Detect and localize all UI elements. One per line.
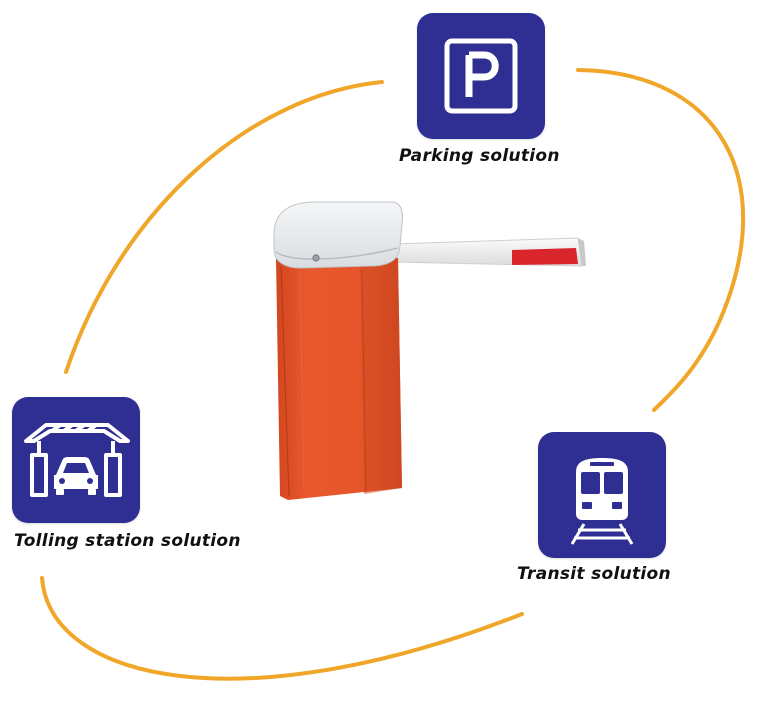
arc-bottom — [40, 576, 524, 681]
arc-top-left — [64, 80, 384, 374]
tolling-station-solution-tile — [12, 397, 140, 523]
arm-red-stripe — [512, 248, 578, 265]
arc-top-right — [576, 68, 745, 412]
barrier-cap — [273, 201, 403, 269]
barrier-arm — [392, 237, 586, 267]
train-icon — [538, 432, 666, 558]
barrier-cabinet — [276, 258, 402, 500]
parking-sign-icon — [417, 13, 545, 139]
parking-solution-tile — [417, 13, 545, 139]
cap-lock-icon — [312, 254, 320, 262]
tolling-station-solution-label: Tolling station solution — [14, 531, 241, 551]
transit-solution-tile — [538, 432, 666, 558]
toll-gate-car-icon — [12, 397, 140, 523]
parking-solution-label: Parking solution — [399, 146, 560, 166]
transit-solution-label: Transit solution — [517, 564, 671, 584]
